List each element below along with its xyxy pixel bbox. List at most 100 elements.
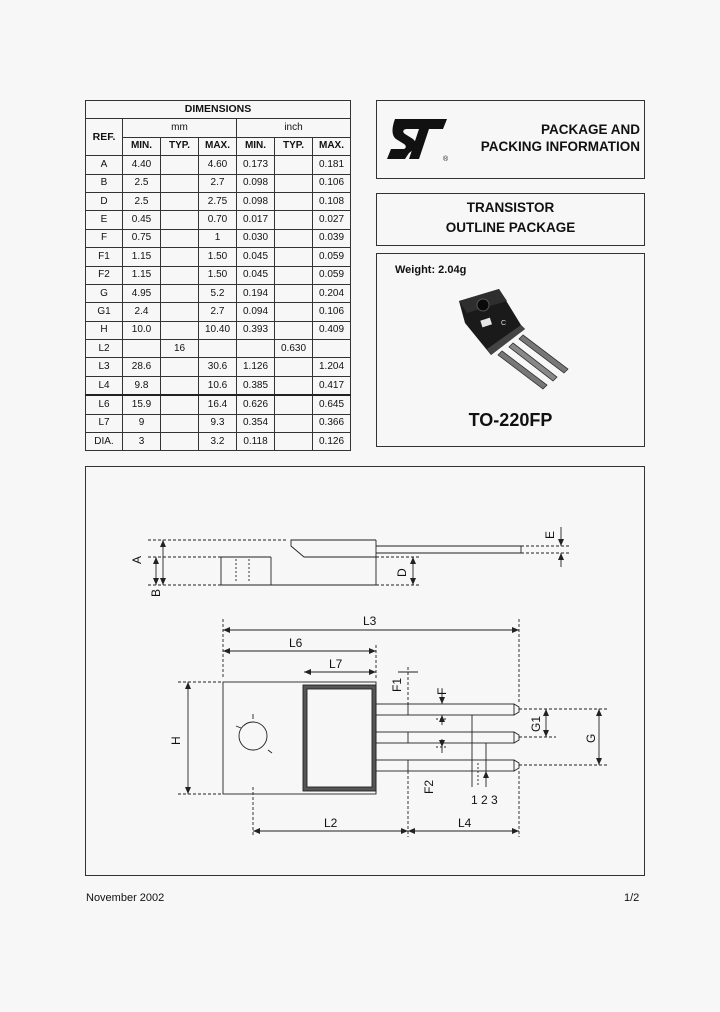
table-cell: 0.354 [236,413,275,434]
svg-text:C: C [501,320,506,327]
table-cell: 2.7 [198,173,237,193]
table-cell [160,247,199,267]
table-cell: 9 [122,413,161,434]
header-title-line2: PACKING INFORMATION [480,139,640,154]
table-cell [236,339,275,359]
package-weight: Weight: 2.04g [395,264,467,276]
footer-page-number: 1/2 [624,892,640,904]
table-cell [274,357,313,377]
outline-box: TRANSISTOR OUTLINE PACKAGE [376,193,645,246]
table-cell [274,413,313,434]
label-A: A [130,556,144,564]
footer-date: November 2002 [86,892,165,904]
subheader-mm-typ: TYP. [160,136,199,157]
table-cell: 2.5 [122,191,161,212]
table-cell [160,302,199,322]
table-cell: 0.106 [312,173,351,193]
subheader-inch-min: MIN. [236,136,275,157]
header-box: ® PACKAGE AND PACKING INFORMATION [376,100,645,179]
table-cell: 15.9 [122,394,161,415]
table-cell: 0.393 [236,320,275,341]
table-cell: 0.204 [312,283,351,304]
table-cell: 0.098 [236,173,275,193]
table-cell: 0.645 [312,394,351,415]
label-D: D [395,568,409,577]
table-cell: 0.630 [274,339,313,359]
row-ref: A [85,155,123,175]
row-ref: L4 [85,375,123,396]
row-ref: H [85,320,123,341]
table-cell: 9.3 [198,413,237,434]
label-pins: 1 2 3 [471,793,498,807]
table-cell: 1.204 [312,357,351,377]
package-photo-icon: C [459,289,569,390]
table-cell: 2.4 [122,302,161,322]
table-cell: 1.50 [198,265,237,285]
ref-header: REF. [85,118,123,157]
table-cell [160,210,199,230]
st-logo-icon: ® [387,119,449,163]
table-cell: 4.95 [122,283,161,304]
row-ref: F [85,228,123,249]
table-cell: 0.039 [312,228,351,249]
label-H: H [169,736,183,745]
table-cell: 10.40 [198,320,237,341]
row-ref: L3 [85,357,123,377]
table-cell: 3.2 [198,432,237,452]
label-F2: F2 [422,780,436,794]
table-cell: 16.4 [198,394,237,415]
table-cell: 0.45 [122,210,161,230]
row-ref: F2 [85,265,123,285]
table-cell [274,265,313,285]
table-cell [160,228,199,249]
row-ref: E [85,210,123,230]
table-cell [160,265,199,285]
row-ref: G1 [85,302,123,322]
table-cell: 16 [160,339,199,359]
table-cell [160,155,199,175]
table-cell [312,339,351,359]
table-cell [274,247,313,267]
row-ref: B [85,173,123,193]
table-cell: 30.6 [198,357,237,377]
table-cell [160,357,199,377]
table-cell: 1 [198,228,237,249]
label-L3: L3 [363,614,377,628]
table-cell: 1.15 [122,265,161,285]
table-cell: 10.6 [198,375,237,396]
label-G: G [584,734,598,743]
table-cell [160,394,199,415]
table-cell: 0.045 [236,247,275,267]
mechanical-drawing: A B D E L3 L6 L7 H F1 F G1 G F2 1 2 3 L2… [85,466,645,876]
row-ref: G [85,283,123,304]
table-cell [160,375,199,396]
table-cell [274,228,313,249]
table-cell: 0.045 [236,265,275,285]
label-F1: F1 [390,678,404,692]
table-cell: 9.8 [122,375,161,396]
dimensions-table: DIMENSIONS REF. mm inch MIN. TYP. MAX. M… [85,99,351,452]
table-cell: 2.7 [198,302,237,322]
table-cell: 0.027 [312,210,351,230]
table-cell [160,413,199,434]
table-cell [160,283,199,304]
table-cell: 4.60 [198,155,237,175]
table-cell: 0.385 [236,375,275,396]
table-cell: 2.75 [198,191,237,212]
subheader-inch-max: MAX. [312,136,351,157]
table-cell: 0.126 [312,432,351,452]
table-cell: 0.417 [312,375,351,396]
table-cell [122,339,161,359]
table-cell [160,432,199,452]
label-L6: L6 [289,636,303,650]
table-cell [274,394,313,415]
